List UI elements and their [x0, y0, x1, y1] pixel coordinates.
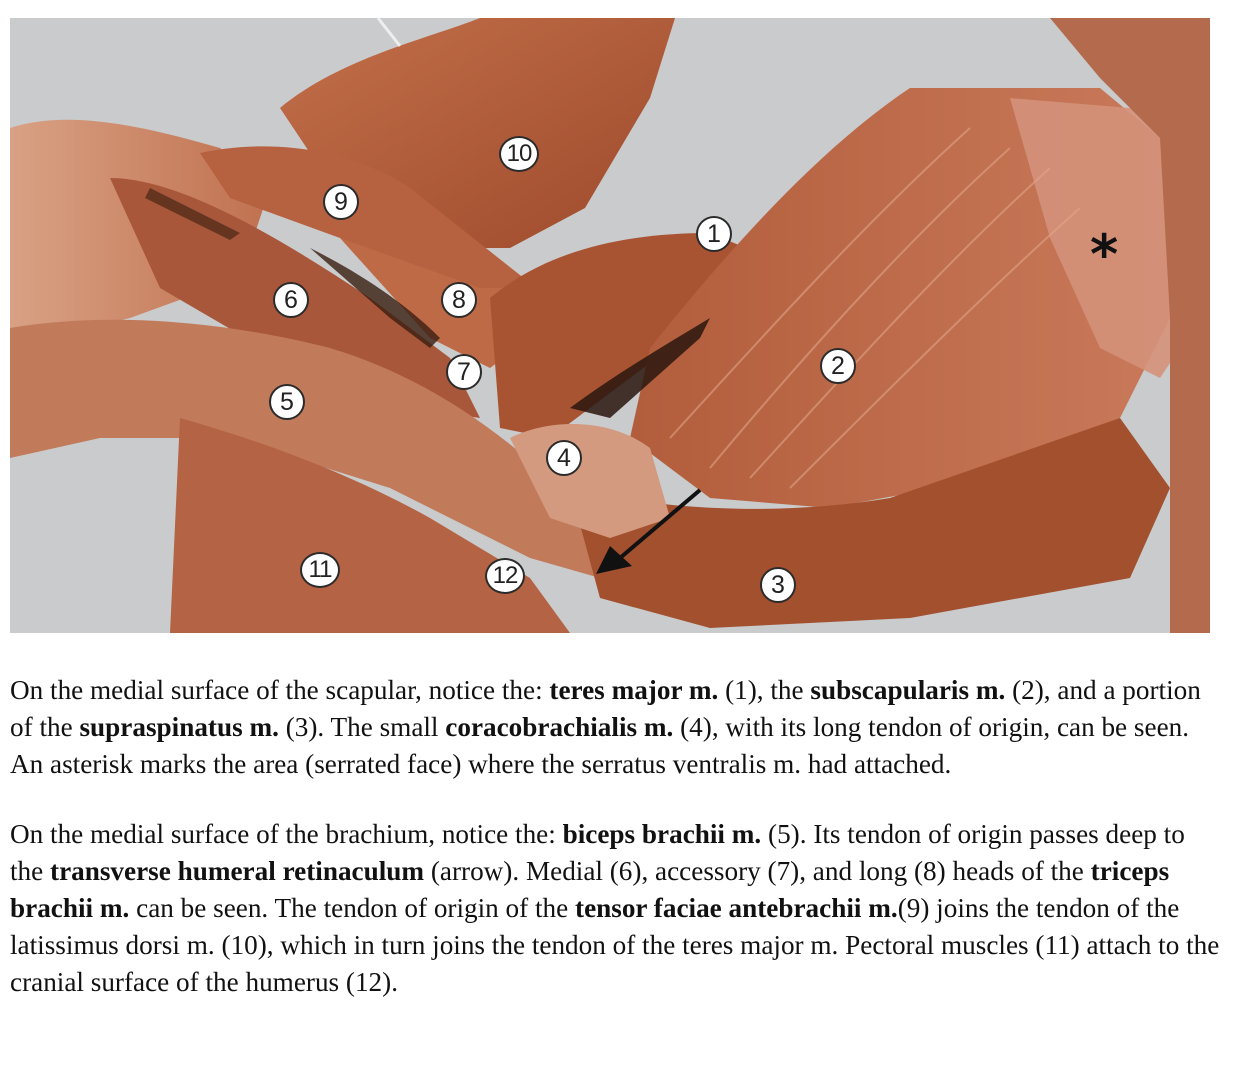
- label-3: 3: [760, 567, 796, 603]
- asterisk-marker: *: [1090, 223, 1119, 286]
- biceps-brachii: [10, 319, 600, 578]
- paragraph-scapula: On the medial surface of the scapular, n…: [10, 675, 1201, 779]
- label-7: 7: [446, 354, 482, 390]
- caption-text: On the medial surface of the scapular, n…: [10, 672, 1220, 1034]
- retinaculum-arrow-line: [618, 488, 702, 560]
- anatomy-photo: 1 2 3 4 5 6 7 8 9 10 11 12 *: [10, 18, 1210, 633]
- label-4: 4: [546, 440, 582, 476]
- paragraph-brachium: On the medial surface of the brachium, n…: [10, 819, 1220, 997]
- right-edge-tissue: [1050, 18, 1210, 633]
- label-10: 10: [499, 136, 539, 172]
- supraspinatus: [570, 418, 1170, 628]
- label-8: 8: [441, 282, 477, 318]
- retinaculum-arrow-head: [596, 546, 632, 574]
- label-2: 2: [820, 348, 856, 384]
- tensor-faciae: [200, 146, 530, 308]
- pectoral-muscles: [170, 418, 570, 633]
- label-1: 1: [696, 216, 732, 252]
- teres-major: [490, 233, 770, 438]
- label-6: 6: [273, 282, 309, 318]
- dissection-illustration: [10, 18, 1210, 633]
- label-9: 9: [323, 184, 359, 220]
- label-11: 11: [300, 552, 340, 588]
- label-5: 5: [269, 384, 305, 420]
- serrated-face: [1010, 98, 1200, 378]
- triceps-long-head: [340, 238, 530, 368]
- label-12: 12: [485, 558, 525, 594]
